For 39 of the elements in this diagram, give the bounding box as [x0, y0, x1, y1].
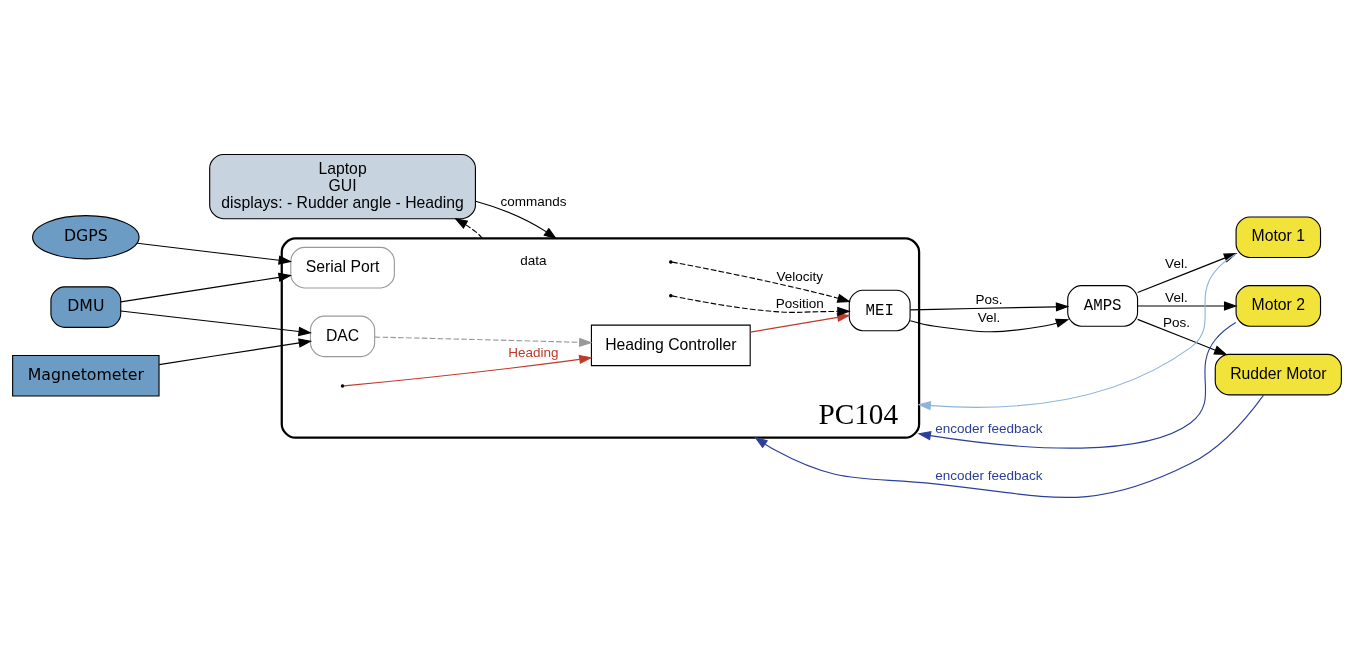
- edge-label: Position: [775, 295, 824, 311]
- edge-label: Vel.: [1165, 289, 1188, 305]
- node-box: Motor 1: [1235, 215, 1322, 258]
- edge-label: data: [520, 252, 547, 268]
- edge-label: Heading: [508, 344, 559, 360]
- node-box: Magnetometer: [12, 354, 160, 397]
- arrow: [343, 354, 593, 386]
- edge-label: Pos.: [975, 291, 1003, 307]
- node-box: MEI: [848, 289, 911, 331]
- arrow: [120, 272, 293, 302]
- arrow: [909, 318, 1070, 332]
- node-ellipse: DGPS: [32, 214, 140, 259]
- edge-label: commands: [500, 193, 567, 209]
- node-box: AMPS: [1067, 284, 1139, 327]
- arrow: [917, 321, 1237, 449]
- edge-label: Vel.: [1165, 255, 1188, 271]
- node-box: DAC: [309, 315, 376, 357]
- arrow: [136, 242, 293, 265]
- arrow: [120, 309, 312, 336]
- node-box: DMU: [50, 285, 122, 328]
- node-box: Serial Port: [290, 246, 395, 288]
- edge-label: encoder feedback: [935, 420, 1043, 436]
- node-box: Heading Controller: [590, 324, 751, 366]
- edge-label: Pos.: [1162, 314, 1190, 330]
- edge-label: Vel.: [977, 309, 1001, 325]
- arrow: [754, 394, 1265, 498]
- node-box: Laptop GUI displays: - Rudder angle - Heading: [209, 153, 476, 219]
- arrow: [1137, 318, 1228, 355]
- arrow: [475, 200, 558, 239]
- arrow: [1137, 300, 1238, 311]
- arrow: [909, 301, 1070, 312]
- node-box: Rudder Motor: [1214, 353, 1342, 395]
- edge-label: Velocity: [776, 268, 823, 284]
- arrow: [454, 217, 483, 239]
- arrow: [671, 261, 851, 303]
- edge-label: encoder feedback: [935, 467, 1043, 483]
- arrow: [158, 337, 313, 365]
- arrow: [374, 336, 593, 347]
- node-box: Motor 2: [1235, 284, 1322, 327]
